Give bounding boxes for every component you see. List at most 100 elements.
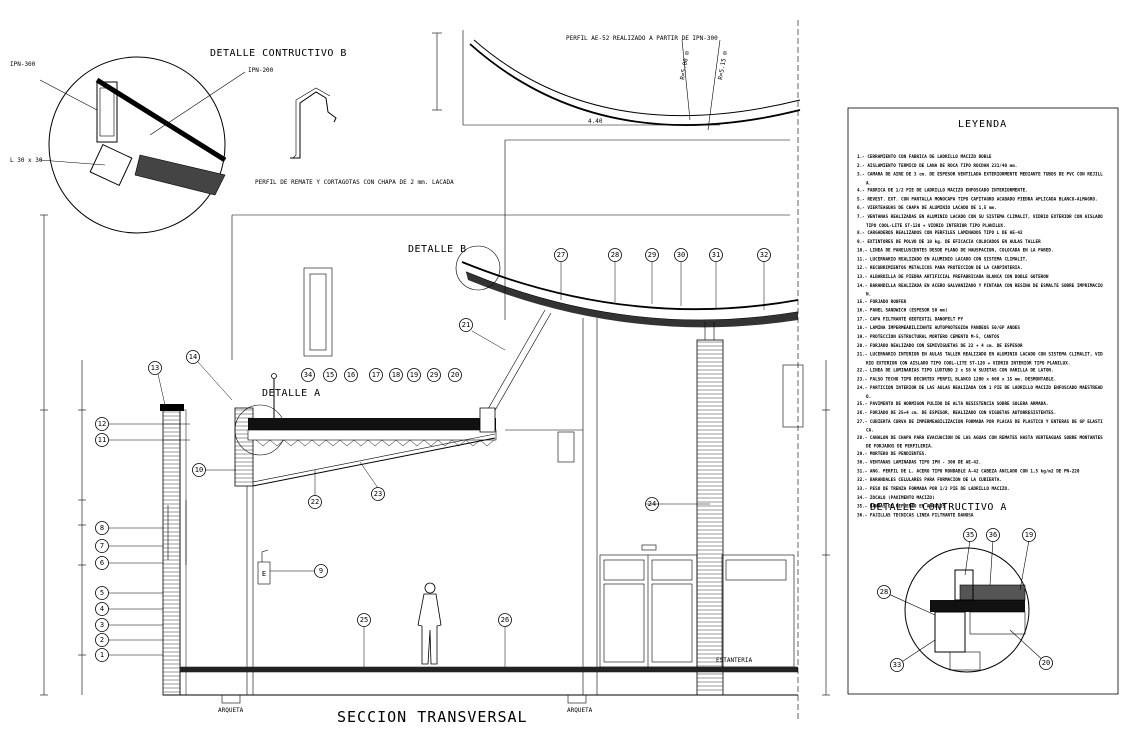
legend-item: 16.- PANEL SANDWICH (ESPESOR 50 mm) xyxy=(857,308,948,314)
arqueta-right: ARQUETA xyxy=(567,707,593,714)
legend-item: 28.- CANALON DE CHAPA PARA EVACUACION DE… xyxy=(857,435,1103,441)
legend-item: 21.- LUCERNARIO INTERIOR EN AULAS TALLER… xyxy=(857,352,1103,358)
legend-item: 34.- ZOCALO (PAVIMENTO MACIZO) xyxy=(857,495,935,501)
legend-item: 26.- FORJADO DE 25+4 cm. DE ESPESOR, REA… xyxy=(857,410,1056,416)
svg-text:10: 10 xyxy=(195,466,203,474)
legend-item: 10.- LINEA DE PANELUSCENTES DESDE PLANO … xyxy=(857,248,1054,254)
svg-text:18: 18 xyxy=(392,371,400,379)
profile-note: PERFIL AE-52 REALIZADO A PARTIR DE IPN-3… xyxy=(566,35,718,42)
svg-text:28: 28 xyxy=(611,251,619,259)
callout-28: 28 xyxy=(608,248,622,262)
bent-plate-profile: PERFIL DE REMATE Y CORTAGOTAS CON CHAPA … xyxy=(255,87,454,186)
detail-b-callout-angle: L 30 x 30 xyxy=(10,157,43,164)
callout-11: 11 xyxy=(95,433,109,447)
legend-item: 14.- BARANDILLA REALIZADA EN ACERO GALVA… xyxy=(857,283,1103,289)
callout-20: 20 xyxy=(448,368,462,382)
callout-3: 3 xyxy=(95,618,109,632)
legend-item: 7.- VENTANAS REALIZADAS EN ALUMINIO LACA… xyxy=(857,214,1103,220)
legend-item: 31.- ANG. PERFIL DE L. ACERO TIPO RONDAB… xyxy=(857,468,1080,474)
svg-text:2: 2 xyxy=(100,636,104,644)
callout-33: 33 xyxy=(890,658,904,672)
legend-list: 1.- CERRAMIENTO CON FABRICA DE LADRILLO … xyxy=(857,154,1103,518)
detail-b-callout-ipn200: IPN-200 xyxy=(248,67,274,74)
profile-radius-1: R=5.00 m xyxy=(679,50,691,80)
detail-b-callout-ipn300: IPN-300 xyxy=(10,61,36,68)
svg-text:11: 11 xyxy=(98,436,106,444)
legend-item-cont: RIO EXTERIOR CON AISLADO TIPO COOL-LITE … xyxy=(866,360,1070,366)
legend-item: 25.- PAVIMENTO DE HORMIGON PULIDO DE ALT… xyxy=(857,401,1048,407)
svg-text:1: 1 xyxy=(100,651,104,659)
svg-text:36: 36 xyxy=(989,531,997,539)
left-wall-hatch xyxy=(163,411,180,693)
legend-item: 32.- BARANDALES CELULARES PARA FORMACION… xyxy=(857,477,1002,483)
callout-29-roof: 29 xyxy=(427,368,441,382)
callout-1: 1 xyxy=(95,648,109,662)
callout-13: 13 xyxy=(148,361,162,375)
legend-item: 29.- MORTERO DE PENDIENTES. xyxy=(857,451,927,457)
svg-text:16: 16 xyxy=(347,371,355,379)
callout-8: 8 xyxy=(95,521,109,535)
legend-item: 30.- VENTANAS LAMINADAS TIPO IPN - 300 D… xyxy=(857,460,981,466)
svg-text:32: 32 xyxy=(760,251,768,259)
legend-item: 35.- BANDAS DE REFUERZO EN ANGULOS xyxy=(857,504,945,510)
legend-item: 4.- FABRICA DE 1/2 PIE DE LADRILLO MACIZ… xyxy=(857,188,1028,194)
legend-item: 24.- PARTICION INTERIOR DE LAS AULAS REA… xyxy=(857,385,1103,391)
svg-text:17: 17 xyxy=(372,371,380,379)
callout-19-detail-a: 19 xyxy=(1022,528,1036,542)
svg-text:15: 15 xyxy=(326,371,334,379)
callout-7: 7 xyxy=(95,539,109,553)
estanteria-label: ESTANTERIA xyxy=(716,657,753,664)
legend-item: 36.- FAJILLAS TECNICAS LINEA FILTRANTE D… xyxy=(857,512,974,518)
callout-12: 12 xyxy=(95,417,109,431)
callout-4: 4 xyxy=(95,602,109,616)
legend-item-cont: A. xyxy=(866,180,871,186)
svg-text:30: 30 xyxy=(677,251,685,259)
svg-text:14: 14 xyxy=(189,353,197,361)
detail-b-drawing: IPN-300 IPN-200 L 30 x 30 DETALLE CONTRU… xyxy=(10,48,347,234)
callout-30: 30 xyxy=(674,248,688,262)
callout-14: 14 xyxy=(186,350,200,364)
svg-text:29: 29 xyxy=(430,371,438,379)
detail-a-tag: DETALLE A xyxy=(262,388,321,399)
building-section: E xyxy=(40,20,830,720)
svg-text:31: 31 xyxy=(712,251,720,259)
callout-10: 10 xyxy=(192,463,206,477)
callout-20-detail-a: 20 xyxy=(1039,656,1053,670)
callout-31: 31 xyxy=(709,248,723,262)
callout-18: 18 xyxy=(389,368,403,382)
svg-text:27: 27 xyxy=(557,251,565,259)
svg-text:13: 13 xyxy=(151,364,159,372)
callout-25: 25 xyxy=(357,613,371,627)
legend-item: 5.- REVEST. EXT. CON PANTALLA MONOCAPA T… xyxy=(857,196,1098,202)
svg-text:35: 35 xyxy=(966,531,974,539)
svg-text:19: 19 xyxy=(1025,531,1033,539)
profile-radius-2: R=5.15 m xyxy=(717,50,729,80)
callout-19: 19 xyxy=(407,368,421,382)
callout-36: 36 xyxy=(986,528,1000,542)
main-title: SECCION TRANSVERSAL xyxy=(337,708,528,726)
svg-text:28: 28 xyxy=(880,588,888,596)
svg-text:3: 3 xyxy=(100,621,104,629)
detail-b-heading: DETALLE CONTRUCTIVO B xyxy=(210,48,347,59)
callout-15: 15 xyxy=(323,368,337,382)
legend-item: 2.- AISLAMIENTO TERMICO DE LANA DE ROCA … xyxy=(857,163,1017,169)
legend-item: 12.- RECUBRIMIENTOS METALICOS PARA PROTE… xyxy=(857,265,1023,271)
extinguisher-label: E xyxy=(262,570,266,578)
legend-panel: LEYENDA 1.- CERRAMIENTO CON FABRICA DE L… xyxy=(847,107,1119,695)
callout-9: 9 xyxy=(314,564,328,578)
svg-text:19: 19 xyxy=(410,371,418,379)
legend-item-cont: DE FORJADOS DE PERFILERIA. xyxy=(866,444,933,450)
callout-35: 35 xyxy=(963,528,977,542)
svg-text:21: 21 xyxy=(462,321,470,329)
legend-item-cont: TIPO COOL-LITE ST-120 + VIDRIO INTERIOR … xyxy=(866,223,1006,229)
callout-32: 32 xyxy=(757,248,771,262)
arqueta-left: ARQUETA xyxy=(218,707,244,714)
legend-item: 6.- VIERTEAGUAS DE CHAPA DE ALUMINIO LAC… xyxy=(857,205,997,211)
legend-heading: LEYENDA xyxy=(958,119,1007,130)
callout-6: 6 xyxy=(95,556,109,570)
legend-item: 13.- ALBARDILLA DE PIEDRA ARTIFICIAL PRE… xyxy=(857,274,1049,280)
callout-22: 22 xyxy=(308,495,322,509)
callout-34: 34 xyxy=(301,368,315,382)
callout-28-detail-a: 28 xyxy=(877,585,891,599)
